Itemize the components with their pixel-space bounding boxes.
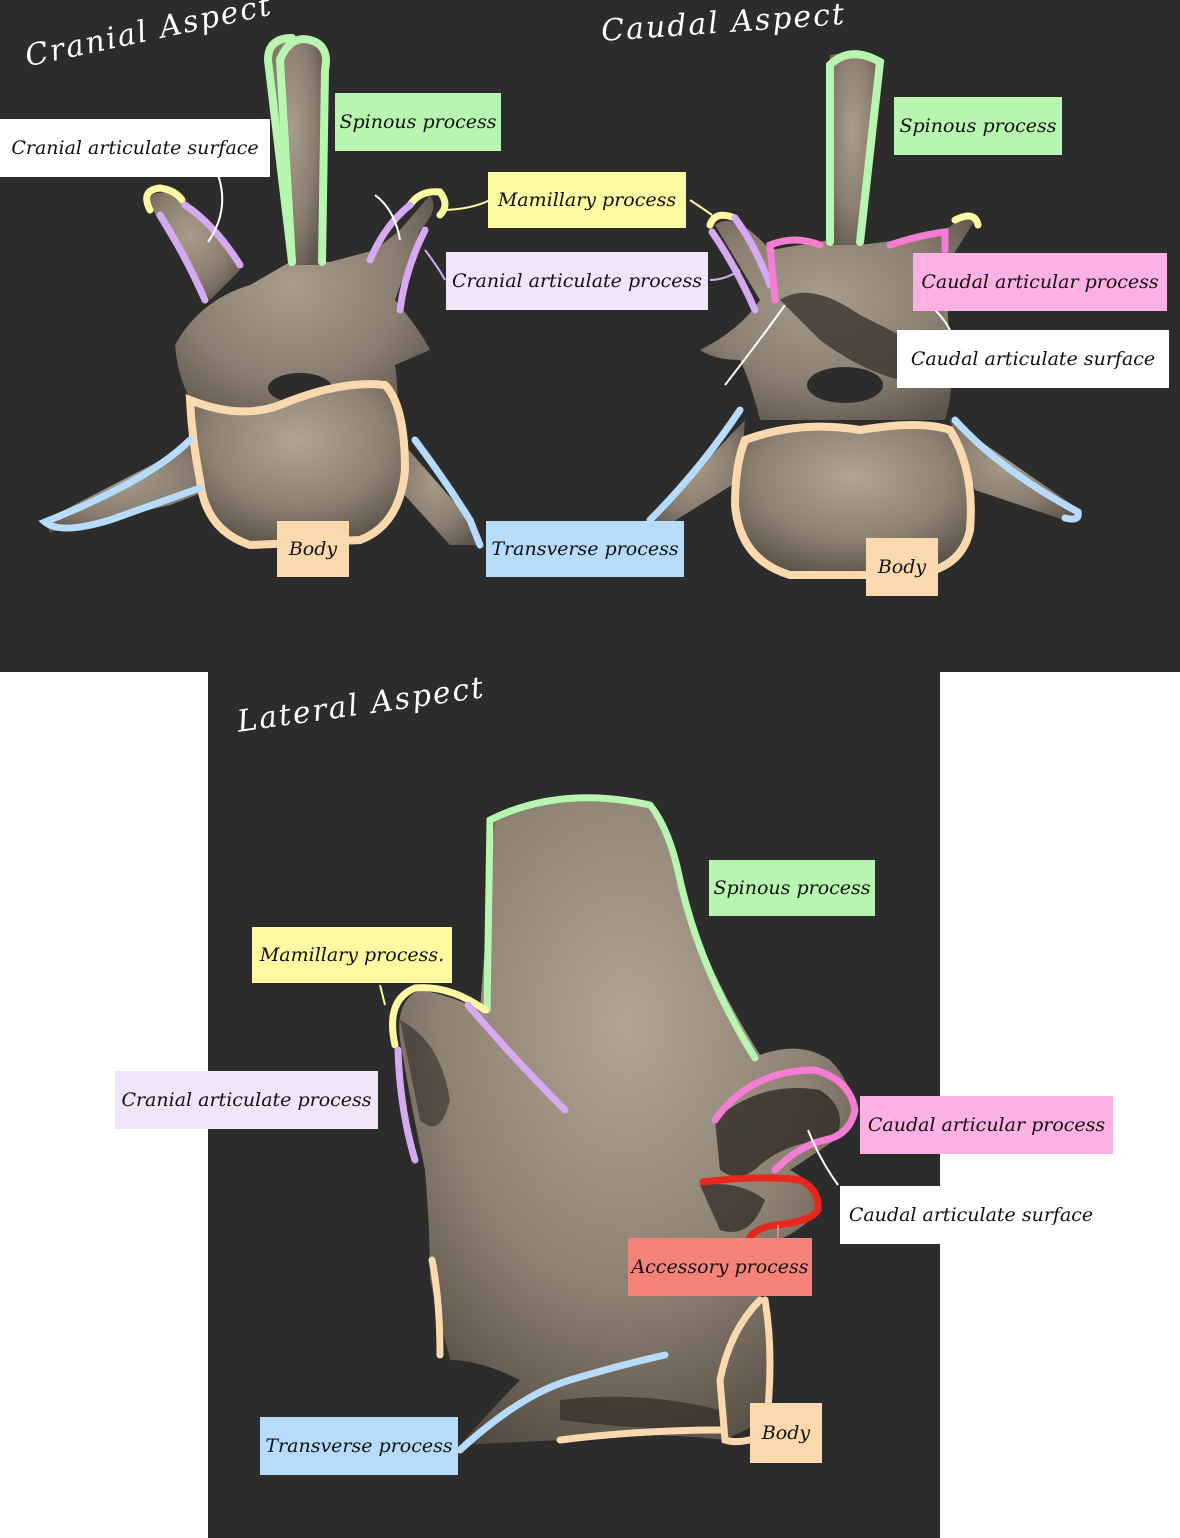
label-body-3: Body: [750, 1403, 822, 1463]
leader-mamillary-2: [690, 200, 712, 215]
label-cranial-articulate-process-1: Cranial articulate process: [446, 252, 708, 310]
label-body-2: Body: [866, 538, 938, 596]
label-body-1: Body: [277, 521, 349, 577]
leader-cranial-process-1: [425, 250, 445, 280]
label-caudal-articulate-surface-1: Caudal articulate surface: [897, 330, 1169, 388]
label-spinous-process-2: Spinous process: [894, 97, 1062, 155]
caudal-foramen: [807, 367, 883, 403]
label-caudal-articulate-surface-3: Caudal articulate surface: [840, 1186, 1102, 1244]
label-mamillary-process-1: Mamillary process: [488, 172, 686, 228]
label-transverse-process-3: Transverse process: [260, 1417, 458, 1475]
leader-lateral-mamillary: [380, 985, 385, 1005]
label-cranial-articulate-process-3: Cranial articulate process: [115, 1071, 378, 1129]
cranial-transverse-right: [400, 440, 480, 545]
label-transverse-process-1: Transverse process: [486, 521, 684, 577]
label-mamillary-process-3: Mamillary process.: [252, 927, 452, 983]
label-spinous-process-1: Spinous process: [335, 93, 501, 151]
label-caudal-articular-process-3: Caudal articular process: [860, 1096, 1113, 1154]
label-accessory-process-3: Accessory process: [628, 1238, 812, 1296]
label-caudal-articular-process-1: Caudal articular process: [913, 253, 1167, 311]
caudal-transverse-left: [650, 420, 745, 530]
label-cranial-articulate-surface: Cranial articulate surface: [0, 119, 270, 177]
label-spinous-process-3: Spinous process: [709, 860, 875, 916]
